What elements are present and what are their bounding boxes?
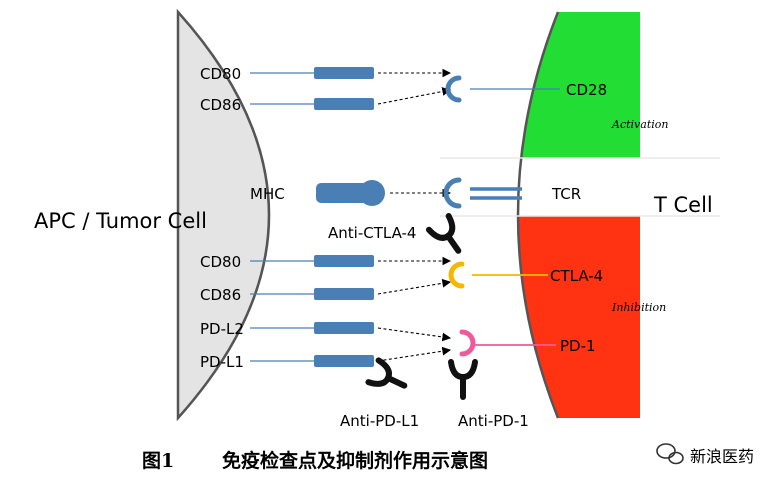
cd86-top-arrow (377, 87, 452, 105)
anti-pd1-antibody (448, 359, 478, 400)
tcr-region (518, 158, 640, 216)
cd80-bottom-ligand (314, 255, 374, 267)
cd80-bottom-label: CD80 (200, 253, 241, 271)
ctla4-receptor (448, 261, 465, 289)
anti-pd1-label: Anti-PD-1 (458, 412, 529, 430)
anti-pdl1-label: Anti-PD-L1 (340, 412, 419, 430)
interaction-arrows (377, 68, 452, 362)
pdl1-arrow (377, 346, 452, 362)
pdl1-ligand (314, 355, 374, 367)
ligand-connectors (250, 72, 315, 362)
anti-ctla4-label: Anti-CTLA-4 (328, 224, 416, 242)
cd86-top-label: CD86 (200, 96, 241, 114)
mhc-label: MHC (250, 185, 285, 203)
anti-ctla4-antibody (425, 213, 462, 254)
pd1-label: PD-1 (560, 337, 596, 355)
inhibition-label: Inhibition (611, 301, 666, 314)
mhc-ligand (316, 183, 368, 203)
cd28-label: CD28 (566, 81, 607, 99)
pdl2-label: PD-L2 (200, 320, 244, 338)
apc-title: APC / Tumor Cell (34, 209, 207, 233)
cd28-receptor (445, 75, 462, 103)
caption-number: 图1 (142, 450, 174, 472)
anti-pdl1-antibody (365, 357, 408, 389)
activation-label: Activation (611, 118, 668, 131)
cd80-top-ligand (314, 67, 374, 79)
mhc-ligand-head (359, 180, 385, 206)
t-cell (518, 12, 640, 418)
watermark: 新浪医药 (656, 443, 754, 466)
cd86-bottom-label: CD86 (200, 286, 241, 304)
pdl2-ligand (314, 322, 374, 334)
apc-cell (176, 8, 271, 422)
caption-text: 免疫检查点及抑制剂作用示意图 (222, 449, 488, 472)
t-cell-border (516, 11, 560, 419)
tcr-receptor (443, 177, 462, 209)
t-cell-title: T Cell (653, 193, 713, 217)
cd80-top-label: CD80 (200, 65, 241, 83)
cd86-bottom-ligand (314, 288, 374, 300)
inhibition-region (518, 216, 640, 418)
pdl2-arrow (377, 327, 452, 342)
ctla4-label: CTLA-4 (550, 267, 603, 285)
cd86-bottom-arrow (377, 278, 452, 295)
watermark-text: 新浪医药 (690, 447, 754, 466)
tcr-label: TCR (551, 185, 581, 203)
wechat-logo-icon (656, 443, 684, 465)
ligands (314, 67, 385, 367)
pd1-receptor (459, 329, 476, 357)
cd86-top-ligand (314, 98, 374, 110)
pdl1-label: PD-L1 (200, 353, 244, 371)
activation-region (518, 12, 640, 158)
